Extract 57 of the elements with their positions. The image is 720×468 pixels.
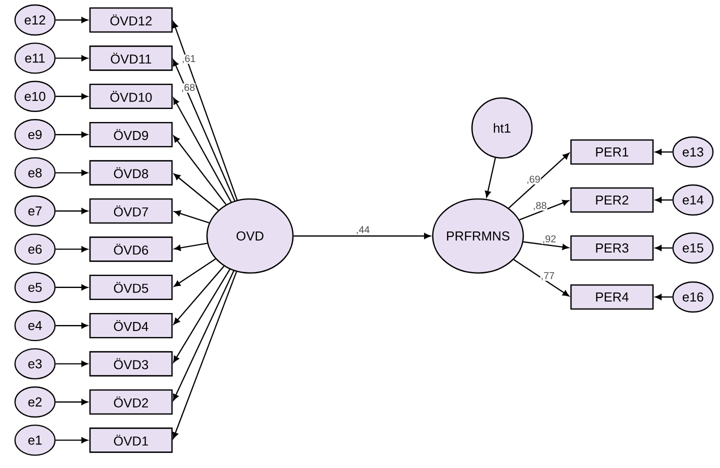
edge-label: ,77 (540, 272, 556, 281)
indicator-box: PER2 (570, 187, 654, 213)
arrow (172, 270, 234, 401)
arrow (508, 152, 570, 208)
arrow (655, 294, 672, 300)
arrow (56, 55, 88, 62)
edge-label: ,88 (532, 201, 548, 211)
indicator-box: ÖVD7 (89, 198, 173, 224)
arrow (56, 284, 88, 290)
arrow (172, 272, 237, 439)
arrow (523, 241, 569, 250)
arrow (56, 246, 88, 252)
arrow (172, 60, 236, 201)
indicator-box: ÖVD4 (89, 312, 173, 338)
indicator-box: PER3 (570, 235, 654, 261)
indicator-box: ÖVD8 (89, 160, 173, 186)
indicator-box: ÖVD3 (89, 351, 173, 376)
indicator-box: ÖVD2 (89, 389, 173, 415)
indicator-box: ÖVD6 (89, 236, 173, 262)
indicator-box: PER4 (570, 284, 654, 310)
arrow (56, 360, 88, 367)
arrow (513, 259, 570, 296)
arrow (484, 158, 496, 198)
indicator-box: ÖVD5 (89, 274, 173, 300)
arrow (655, 149, 672, 155)
arrow (56, 93, 88, 100)
arrow (172, 21, 238, 200)
edge-label: ,92 (542, 234, 557, 244)
arrow (56, 399, 88, 405)
arrow (519, 200, 569, 220)
arrow (173, 266, 224, 325)
edge-label: ,68 (180, 83, 196, 93)
edge-label: ,44 (355, 226, 370, 235)
indicator-box: ÖVD10 (89, 84, 173, 110)
arrow (56, 17, 88, 23)
arrow (173, 269, 230, 363)
indicator-box: ÖVD1 (89, 428, 173, 453)
arrow (173, 98, 232, 202)
arrow (56, 437, 88, 444)
arrow (174, 210, 210, 224)
arrow (56, 132, 88, 138)
arrow (174, 174, 219, 211)
edge-label: ,69 (526, 175, 541, 184)
indicator-box: ÖVD12 (89, 7, 173, 33)
arrow (294, 233, 431, 239)
arrow (174, 258, 216, 287)
arrow (655, 197, 672, 203)
indicator-box: ÖVD11 (89, 46, 173, 71)
arrow (655, 245, 672, 251)
indicator-box: ÖVD9 (89, 122, 173, 148)
arrow (56, 322, 88, 329)
arrow (173, 136, 226, 205)
arrow (56, 208, 88, 214)
arrow (174, 242, 208, 251)
indicator-box: PER1 (570, 139, 654, 165)
edge-label: ,61 (181, 54, 196, 64)
arrow (56, 170, 88, 176)
